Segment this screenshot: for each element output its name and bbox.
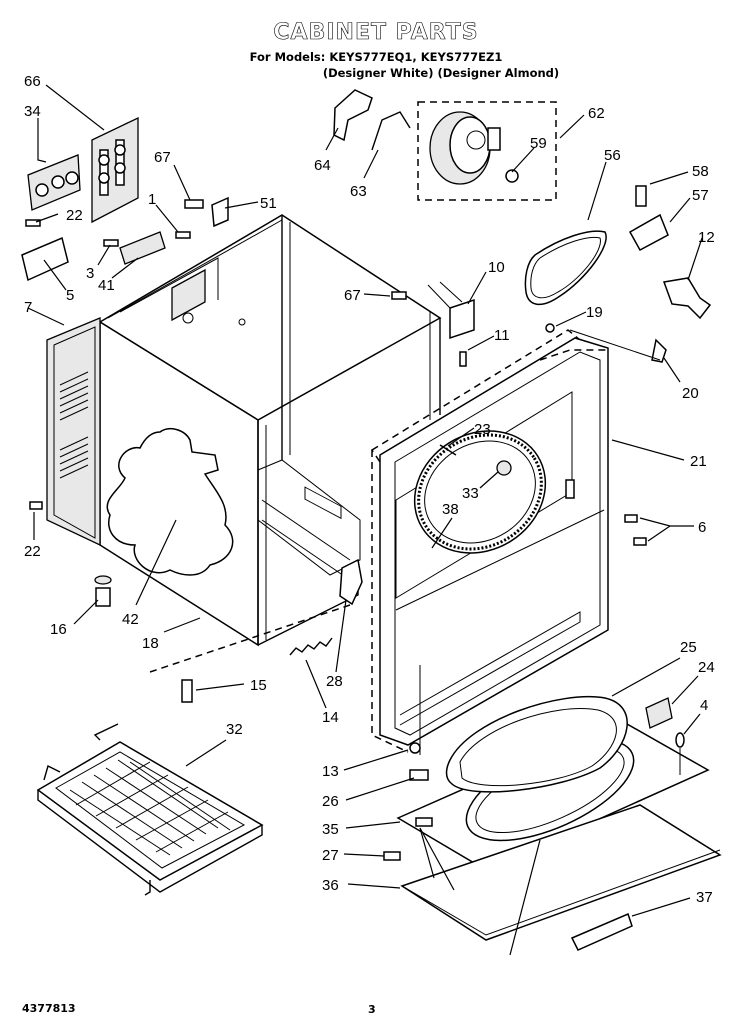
callout: 33	[462, 485, 479, 502]
model-variants: (Designer White) (Designer Almond)	[322, 66, 560, 80]
door-switch	[427, 281, 475, 340]
callout: 67	[344, 287, 361, 304]
page-number: 3	[368, 1003, 376, 1016]
callout: 56	[604, 147, 621, 164]
callout: 67	[154, 149, 171, 166]
callout: 35	[322, 821, 339, 838]
callout: 22	[24, 543, 41, 560]
callout: 41	[98, 277, 115, 294]
clip-15	[181, 679, 193, 703]
side-panel-hole	[106, 428, 234, 576]
callout: 42	[122, 611, 139, 628]
idler-pulley	[662, 277, 712, 320]
callout: 7	[24, 299, 32, 316]
callout: 20	[682, 385, 699, 402]
callout-labels: 66 34 67 51 22 1 5 3 41 7 22 16 42 18 64…	[24, 73, 715, 906]
callout: 25	[680, 639, 697, 656]
callout: 13	[322, 763, 339, 780]
leveling-leg	[94, 575, 112, 607]
terminal-block-assembly	[21, 116, 191, 282]
document-part-number: 4377813	[22, 1002, 76, 1015]
motor-clamp	[371, 111, 411, 151]
diagram-title: CABINET PARTS	[273, 20, 479, 46]
callout: 38	[442, 501, 459, 518]
toe-kick	[570, 912, 633, 951]
leader-lines	[27, 84, 703, 956]
callout: 63	[350, 183, 367, 200]
drum-belt	[524, 230, 607, 306]
callout: 21	[690, 453, 707, 470]
callout: 58	[692, 163, 709, 180]
callout: 37	[696, 889, 713, 906]
callout: 27	[322, 847, 339, 864]
clip	[211, 196, 229, 228]
callout: 12	[698, 229, 715, 246]
model-numbers: For Models: KEYS777EQ1, KEYS777EZ1	[249, 50, 503, 64]
callout: 36	[322, 877, 339, 894]
callout: 28	[326, 673, 343, 690]
door-spring	[289, 637, 333, 656]
callout: 26	[322, 793, 339, 810]
callout: 14	[322, 709, 339, 726]
motor-bracket	[333, 89, 373, 142]
door-catch	[651, 338, 667, 363]
callout: 10	[488, 259, 505, 276]
callout: 6	[698, 519, 706, 536]
door-hinge	[339, 558, 363, 606]
drive-motor	[429, 111, 519, 185]
callout: 22	[66, 207, 83, 224]
callout: 1	[148, 191, 156, 208]
screw	[184, 199, 204, 209]
callout: 18	[142, 635, 159, 652]
callout: 5	[66, 287, 74, 304]
motor-kit-box	[417, 101, 557, 201]
callout: 34	[24, 103, 41, 120]
drying-rack	[36, 723, 264, 896]
callout: 62	[588, 105, 605, 122]
callout: 59	[530, 135, 547, 152]
callout: 3	[86, 265, 94, 282]
callout: 16	[50, 621, 67, 638]
callout: 32	[226, 721, 243, 738]
rear-panel	[46, 317, 101, 547]
callout: 51	[260, 195, 277, 212]
callout: 66	[24, 73, 41, 90]
front-panel	[370, 329, 609, 755]
callout: 4	[700, 697, 708, 714]
callout: 64	[314, 157, 331, 174]
callout: 23	[474, 421, 491, 438]
callout: 15	[250, 677, 267, 694]
callout: 11	[494, 327, 510, 344]
callout: 19	[586, 304, 603, 321]
callout: 24	[698, 659, 715, 676]
callout: 57	[692, 187, 709, 204]
door-seal	[445, 696, 628, 793]
